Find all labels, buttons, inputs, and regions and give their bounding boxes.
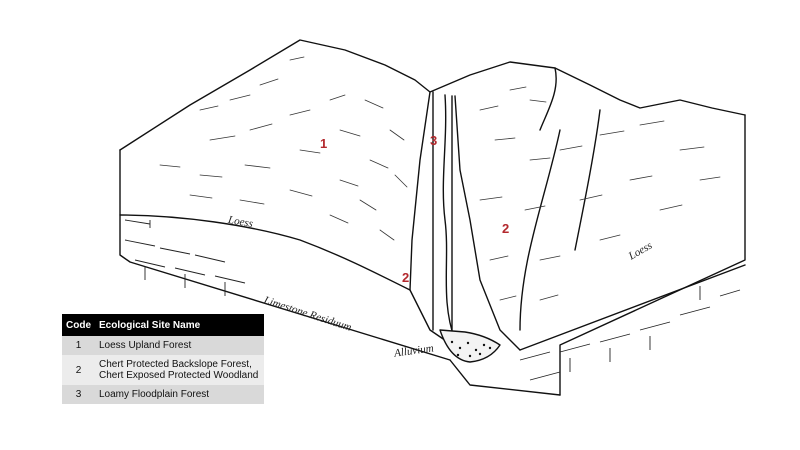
zone-label-2-left: 2	[402, 270, 410, 285]
loess-boundary-left	[119, 214, 411, 291]
stream-channel	[442, 94, 456, 341]
site-name: Chert Protected Backslope Forest, Chert …	[95, 355, 264, 385]
site-name: Loess Upland Forest	[95, 336, 264, 355]
site-name: Loamy Floodplain Forest	[95, 385, 264, 404]
alluvium-deposit	[439, 329, 501, 363]
base-line	[449, 359, 561, 396]
zone-label-2-right: 2	[502, 221, 510, 236]
table-row: 1 Loess Upland Forest	[62, 336, 264, 355]
code-header: Code	[62, 314, 95, 336]
terrain-outline	[119, 39, 746, 151]
ecological-site-table: Code Ecological Site Name 1 Loess Upland…	[62, 314, 264, 404]
loess-boundary-right	[519, 264, 746, 351]
site-code: 1	[62, 336, 95, 355]
right-front-face	[559, 114, 746, 396]
table-row: 2 Chert Protected Backslope Forest, Cher…	[62, 355, 264, 385]
site-name-header: Ecological Site Name	[95, 314, 264, 336]
site-code: 2	[62, 355, 95, 385]
table-row: 3 Loamy Floodplain Forest	[62, 385, 264, 404]
table-header-row: Code Ecological Site Name	[62, 314, 264, 336]
valley-right-edge	[454, 95, 521, 351]
left-front-face	[119, 149, 451, 361]
zone-label-1: 1	[320, 136, 328, 151]
valley-left-edge	[409, 91, 453, 346]
zone-label-3: 3	[430, 133, 438, 148]
site-code: 3	[62, 385, 95, 404]
